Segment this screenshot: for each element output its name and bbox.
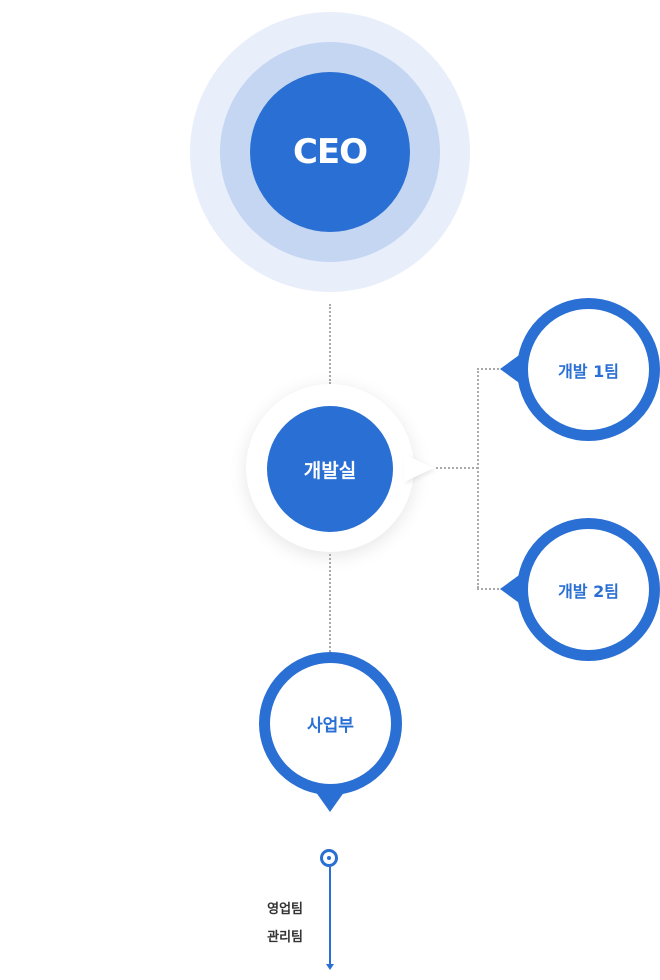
dev-office-node: 개발실 xyxy=(267,406,393,532)
sales-team-label: 영업팀 xyxy=(267,902,303,917)
dev-team2-label: 개발 2팀 xyxy=(558,581,619,601)
timeline-line xyxy=(329,867,331,965)
timeline-node-dot xyxy=(327,856,331,860)
dev-team2-node: 개발 2팀 xyxy=(517,518,660,661)
business-division-label: 사업부 xyxy=(307,716,354,736)
dev-biz-connector xyxy=(329,554,331,652)
timeline-arrow-icon xyxy=(326,964,334,970)
dev-team2-tail xyxy=(500,573,522,605)
business-division-node: 사업부 xyxy=(259,652,402,795)
dev-office-label: 개발실 xyxy=(303,459,357,482)
ceo-dev-connector xyxy=(329,304,331,384)
admin-team-label: 관리팀 xyxy=(267,930,303,945)
dev-teams-branch xyxy=(477,368,479,588)
dev-team1-node: 개발 1팀 xyxy=(517,298,660,441)
business-division-tail xyxy=(313,788,347,812)
dev-team1-label: 개발 1팀 xyxy=(558,361,619,381)
dev-team1-tail xyxy=(500,353,522,385)
dev-team2-connector xyxy=(477,588,499,590)
dev-office-bubble-tail xyxy=(404,454,434,482)
ceo-label: CEO xyxy=(292,132,368,172)
ceo-node: CEO xyxy=(250,72,410,232)
dev-teams-connector xyxy=(436,467,478,469)
dev-team1-connector xyxy=(477,368,499,370)
